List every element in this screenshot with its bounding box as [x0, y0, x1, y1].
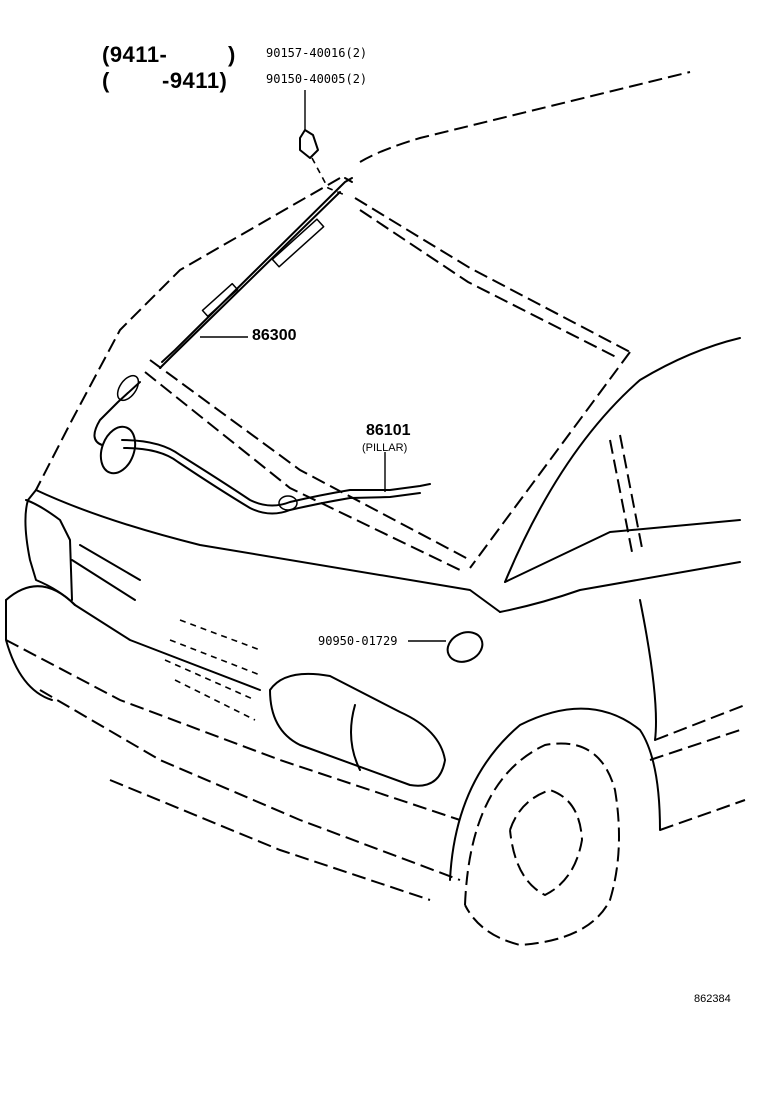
range-to-text: -9411): [162, 68, 228, 93]
hood-outline: [5, 489, 501, 901]
hole-plug: [446, 631, 484, 663]
windshield-frame: [35, 177, 631, 571]
range-from-text: (9411-: [102, 42, 168, 67]
part-number-screw-b: 90150-40005(2): [266, 72, 368, 86]
cord-note: (PILLAR): [362, 442, 408, 454]
production-range-from: (9411-: [102, 42, 167, 68]
antenna-cable: [93, 374, 431, 515]
part-number-antenna-assy: 86300: [252, 327, 297, 344]
production-range-from-close: ): [228, 42, 236, 68]
production-range-to: -9411): [162, 68, 227, 94]
production-range-to-open: (: [102, 68, 110, 94]
part-number-plug: 90950-01729: [318, 634, 398, 648]
illustration-code: 862384: [694, 993, 731, 1005]
leader-lines: [200, 90, 446, 642]
wheel: [449, 707, 746, 947]
roof-outline: [354, 71, 691, 359]
part-number-cord: 86101: [366, 422, 411, 439]
antenna-assembly: [159, 129, 353, 369]
range-close-paren: ): [228, 42, 236, 67]
range-open-paren: (: [102, 68, 110, 93]
door-outline: [499, 337, 746, 761]
part-number-screw-a: 90157-40016(2): [266, 46, 368, 60]
headlight: [269, 672, 446, 787]
